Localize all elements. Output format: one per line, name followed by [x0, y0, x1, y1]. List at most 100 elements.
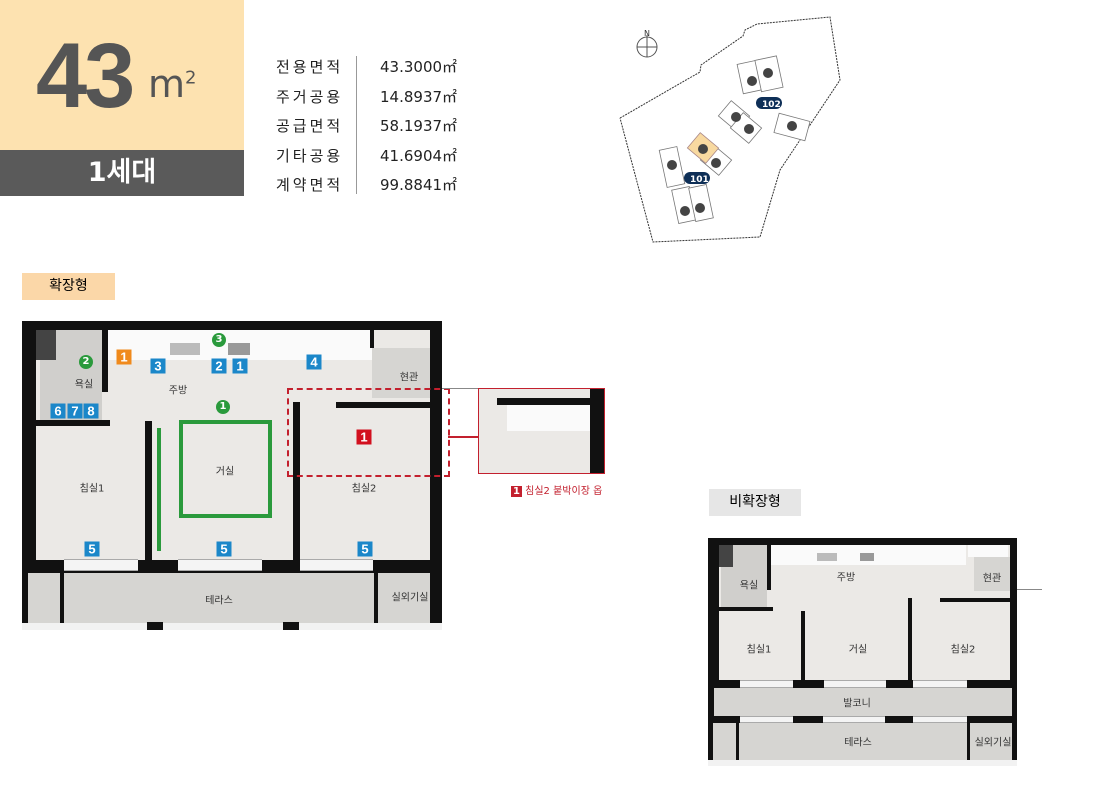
expanded-type-label: 확장형	[22, 273, 115, 300]
window	[824, 680, 886, 688]
wall	[590, 389, 604, 473]
unit-size-unit: m2	[148, 62, 196, 106]
building-label: 101	[690, 175, 709, 185]
room-outdoor-unit: 실외기실	[974, 737, 1012, 749]
wall	[36, 420, 110, 426]
wall	[940, 598, 1010, 602]
building-badge-102	[756, 97, 782, 109]
option-marker: 8	[83, 403, 99, 419]
wall	[767, 545, 771, 590]
stove-icon	[860, 553, 874, 561]
counter	[968, 545, 1008, 557]
option-marker: 5	[84, 541, 100, 557]
wall	[908, 598, 912, 681]
compass-icon	[636, 35, 658, 58]
area-value: 43.3000㎡	[380, 58, 458, 76]
room-terrace: 테라스	[844, 737, 872, 749]
option-caption: 1 침실2 붙박이장 옵	[511, 482, 602, 497]
room-outdoor-unit: 실외기실	[391, 592, 429, 604]
green-marker: 2	[79, 355, 93, 369]
connector-line	[442, 388, 478, 389]
window	[823, 716, 885, 723]
area-label: 계약면적	[276, 176, 344, 194]
option-marker: 1	[232, 358, 248, 374]
wall	[293, 402, 300, 562]
building-badge-101	[684, 172, 710, 184]
detail-inset	[478, 388, 605, 474]
wall	[967, 723, 970, 760]
connector-line	[1017, 589, 1042, 590]
wall	[60, 573, 64, 623]
green-marker: 3	[212, 333, 226, 347]
wall	[719, 607, 773, 611]
option-marker: 2	[211, 358, 227, 374]
detail-highlight-box	[287, 388, 450, 477]
wall	[736, 723, 739, 760]
option-marker: 5	[216, 541, 232, 557]
window	[740, 716, 793, 723]
building-label: 102	[762, 100, 781, 110]
area-value: 41.6904㎡	[380, 147, 458, 165]
window	[300, 559, 373, 571]
room-bedroom1: 침실1	[79, 483, 105, 495]
area-label: 주거공용	[276, 88, 344, 106]
area-label: 기타공용	[276, 147, 344, 165]
room-kitchen: 주방	[836, 572, 856, 584]
room-bath: 욕실	[739, 580, 759, 592]
option-marker: 4	[306, 354, 322, 370]
caption-marker: 1	[511, 486, 522, 497]
unit-m: m	[148, 62, 186, 106]
wall	[102, 330, 108, 392]
green-marker: 1	[216, 400, 230, 414]
room-bedroom2: 침실2	[950, 644, 976, 656]
area-label: 공급면적	[276, 117, 344, 135]
room-living: 거실	[215, 466, 235, 478]
room-living: 거실	[848, 644, 868, 656]
room-entry: 현관	[399, 372, 419, 384]
wall-highlight-line	[157, 428, 161, 551]
wall	[283, 622, 299, 630]
non-expanded-type-label: 비확장형	[709, 489, 801, 516]
storage-block	[36, 330, 56, 360]
unit-size-number: 43	[36, 25, 135, 127]
area-value: 14.8937㎡	[380, 88, 458, 106]
wall	[336, 402, 430, 408]
option-marker: 3	[150, 358, 166, 374]
wall	[370, 330, 374, 348]
room-entry: 현관	[982, 573, 1002, 585]
terrace-floor	[28, 573, 430, 623]
area-value: 58.1937㎡	[380, 117, 458, 135]
built-in-closet	[507, 405, 592, 431]
option-marker: 5	[357, 541, 373, 557]
site-plan: N 102 101	[619, 16, 841, 243]
option-marker: 1	[116, 349, 132, 365]
wall	[801, 611, 805, 681]
option-marker: 6	[50, 403, 66, 419]
room-balcony: 발코니	[843, 698, 871, 710]
sink-icon	[817, 553, 837, 561]
room-bedroom1: 침실1	[746, 644, 772, 656]
window	[913, 716, 967, 723]
red-option-marker: 1	[356, 429, 372, 445]
wall	[145, 421, 152, 561]
wall	[374, 573, 378, 623]
balcony-floor	[714, 688, 1012, 716]
room-bedroom2: 침실2	[351, 483, 377, 495]
wall	[497, 398, 592, 405]
living-highlight-box	[179, 420, 272, 518]
room-bath: 욕실	[74, 379, 94, 391]
area-value: 99.8841㎡	[380, 176, 458, 194]
entry-floor	[974, 557, 1010, 591]
room-kitchen: 주방	[168, 385, 188, 397]
wall	[147, 622, 163, 630]
divider	[356, 56, 357, 194]
window	[178, 559, 262, 571]
terrace-rail	[22, 623, 442, 630]
room-terrace: 테라스	[205, 595, 233, 607]
window	[740, 680, 793, 688]
compass-north: N	[644, 29, 650, 38]
terrace-floor	[713, 723, 1012, 760]
unit-sup: 2	[185, 67, 197, 89]
window	[913, 680, 967, 688]
unit-size-panel	[0, 0, 244, 150]
